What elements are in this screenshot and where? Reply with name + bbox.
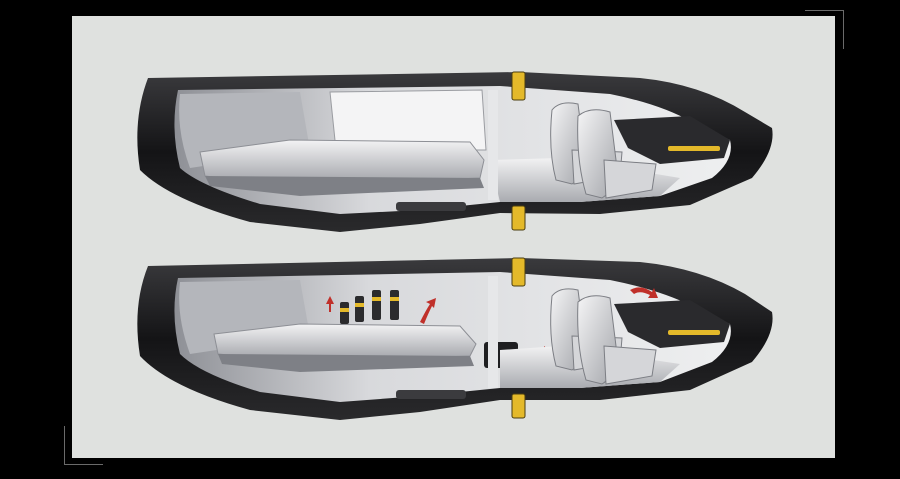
bottom-yellow-strap-lower [511, 393, 526, 419]
top-bed-edge [205, 176, 484, 196]
arrow-curve-mid [420, 298, 436, 324]
bottom-dashboard [614, 300, 730, 348]
top-storage-slot [396, 202, 466, 211]
top-yellow-strap-upper [511, 71, 526, 101]
bottom-storage-slot [396, 390, 466, 399]
top-dashboard [614, 116, 730, 164]
bottom-b-pillar [488, 276, 498, 388]
arrow-curve-front [630, 287, 658, 298]
top-b-pillar [488, 90, 498, 200]
corner-mark-top-right [805, 10, 844, 49]
bottom-yellow-strap-upper [511, 257, 526, 287]
corner-mark-bottom-left [64, 426, 103, 465]
top-side-window [329, 89, 487, 151]
arrow-up-left [326, 296, 334, 312]
top-dash-light [668, 146, 720, 151]
bottom-seat-right [577, 295, 657, 385]
bottom-dash-light [668, 330, 720, 335]
bottom-storage-tubes [340, 290, 399, 324]
top-yellow-strap-lower [511, 205, 526, 231]
bottom-vehicle-view [137, 257, 773, 420]
bottom-bed-edge [218, 354, 474, 372]
top-vehicle-view [137, 71, 773, 232]
top-seat-right [577, 109, 657, 199]
